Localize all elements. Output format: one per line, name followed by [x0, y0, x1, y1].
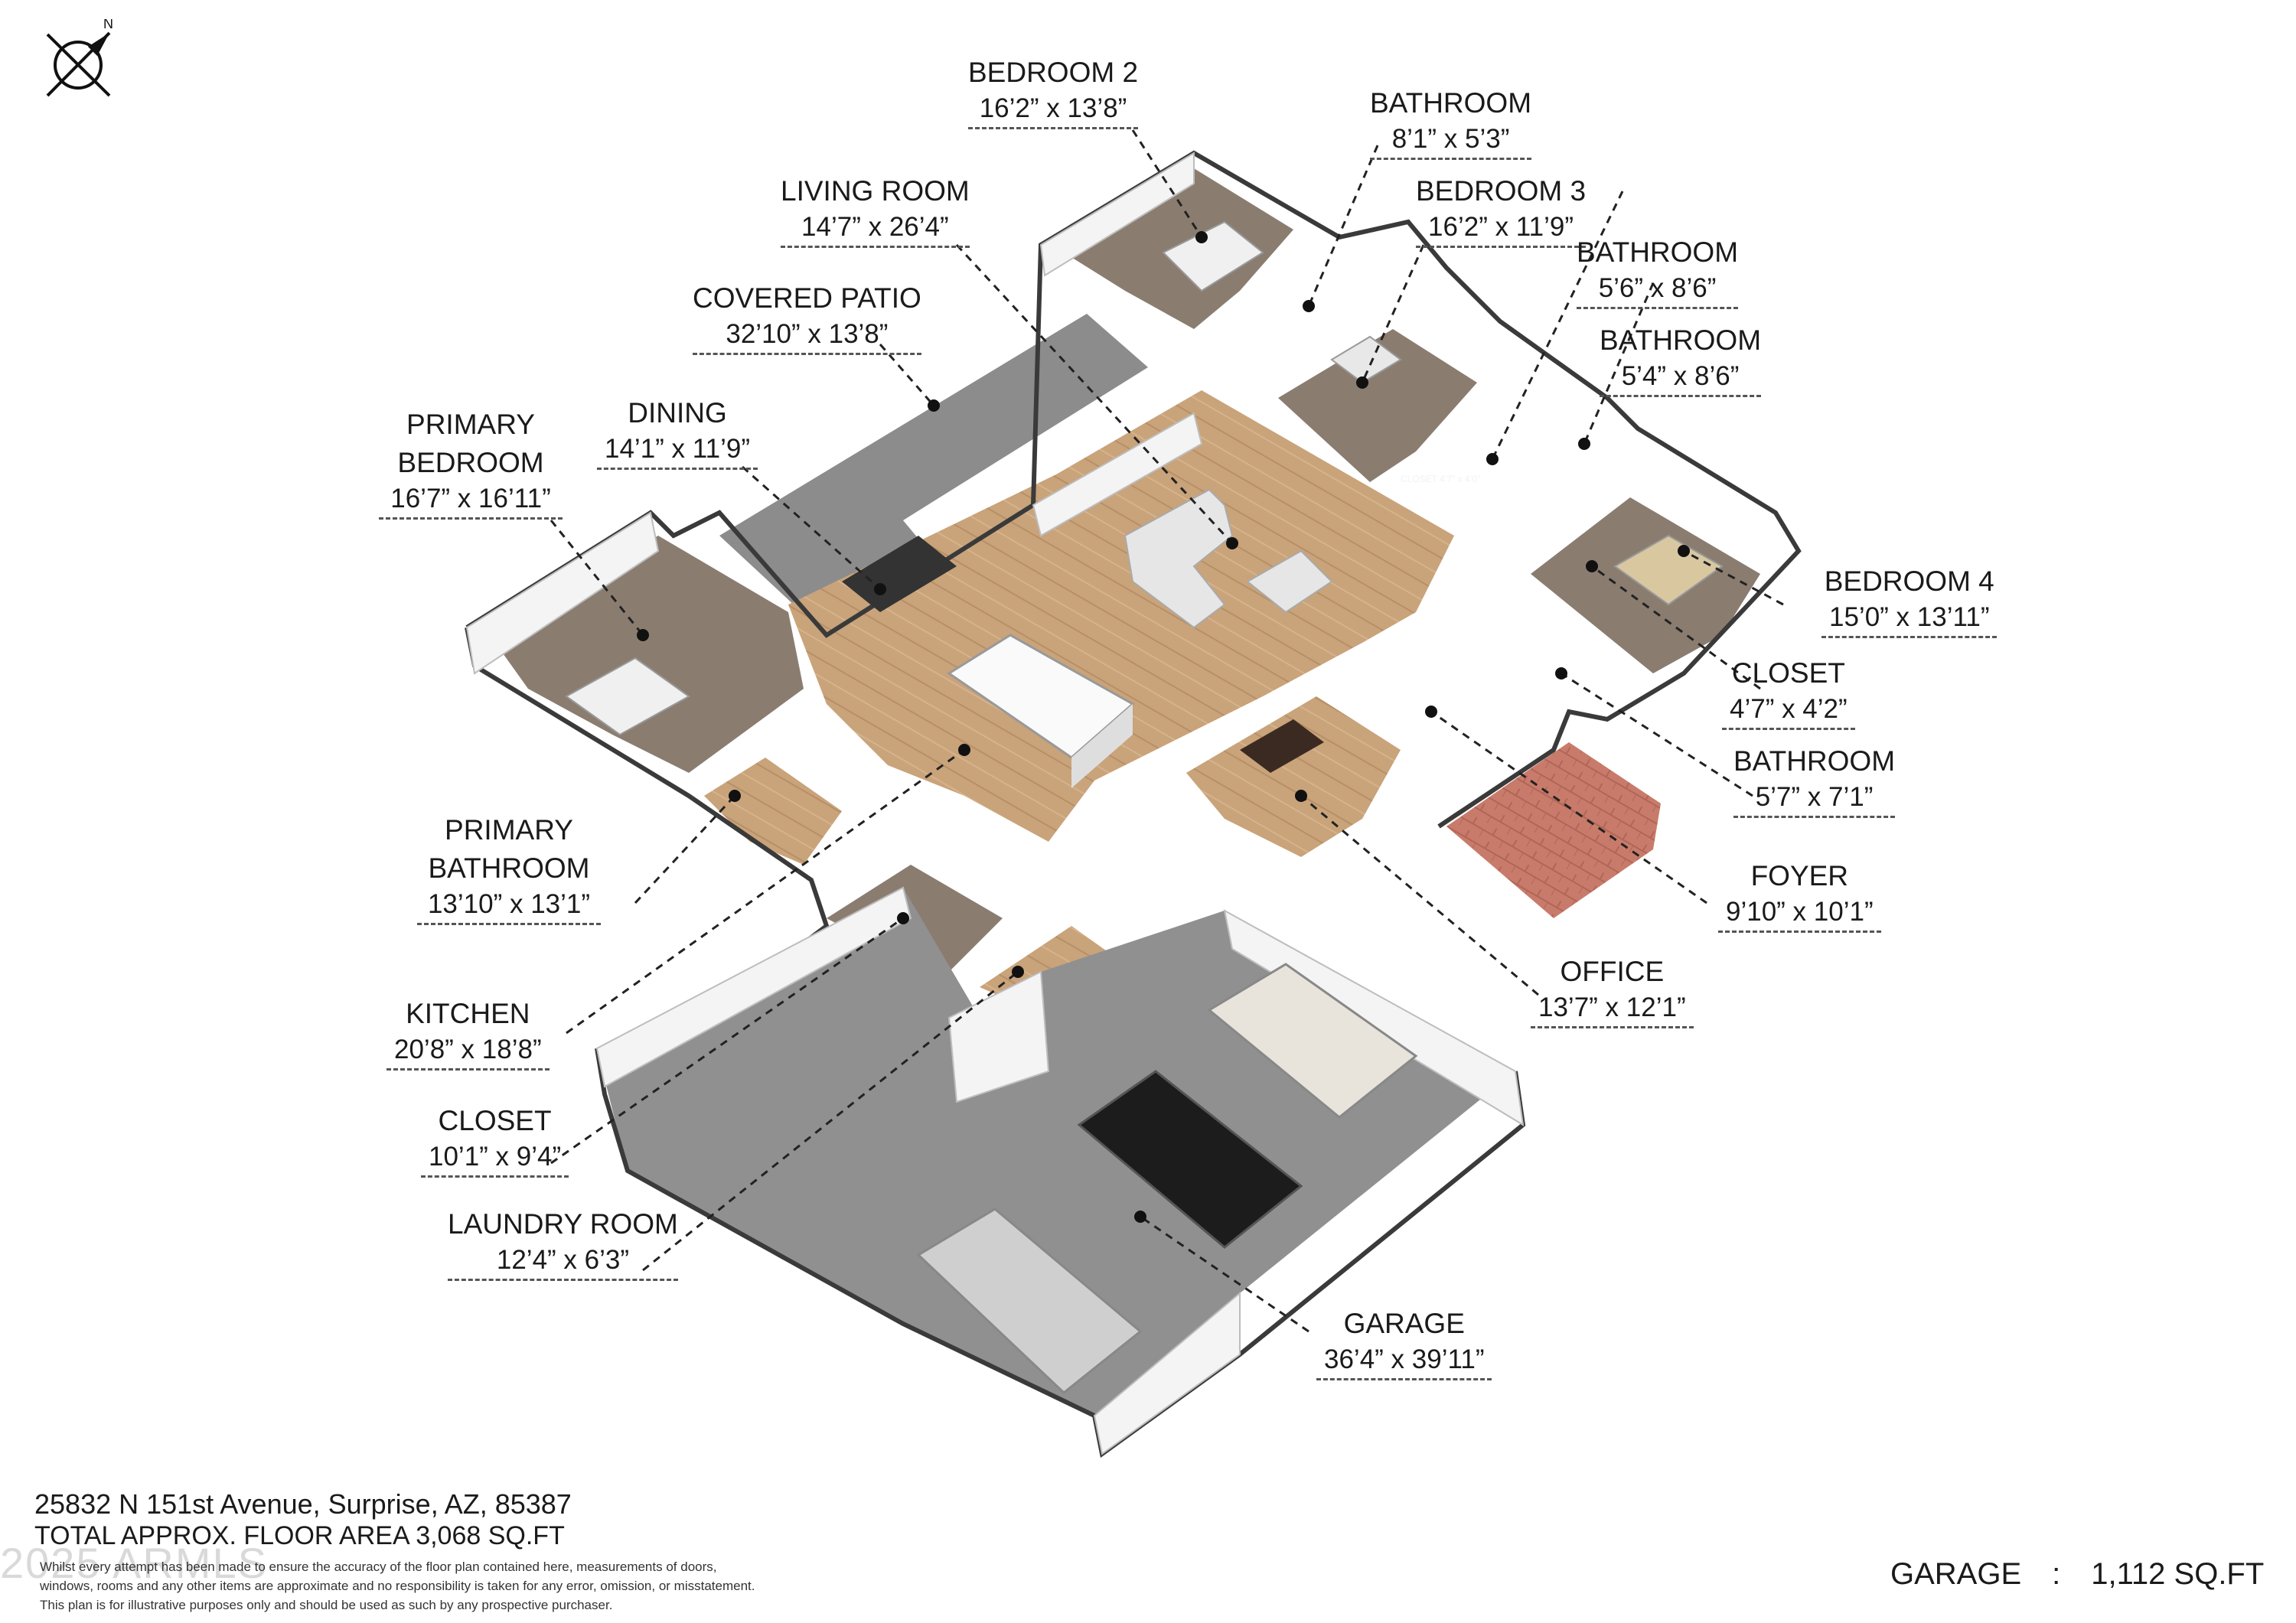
- kitchen-island-side: [1071, 704, 1133, 788]
- living-sofa: [1124, 488, 1234, 629]
- bedroom-3-floor: [1278, 329, 1477, 482]
- office-desk: [1240, 719, 1324, 773]
- office-floor: [1186, 696, 1401, 857]
- total-floor-area: TOTAL APPROX. FLOOR AREA 3,068 SQ.FT: [34, 1521, 565, 1550]
- dining-table: [842, 536, 957, 612]
- wall-faces: [465, 152, 1525, 1455]
- room-markers: [637, 231, 1690, 1223]
- primary-bed: [565, 657, 690, 736]
- small-closet-label: CLOSET 4’7” x 4’0”: [1401, 474, 1480, 484]
- primary-bedroom-floor: [490, 536, 804, 773]
- primary-bathroom-floor: [704, 758, 842, 865]
- disclaimer: Whilst every attempt has been made to en…: [40, 1559, 755, 1612]
- leader-lines: [550, 129, 1784, 1333]
- copyright-watermark: 2025 ARMLS: [0, 1539, 268, 1587]
- living-chair: [1246, 549, 1333, 614]
- bedroom-4-bed: [1613, 534, 1724, 606]
- compass-icon: N: [46, 19, 113, 97]
- car-silver: [916, 1207, 1143, 1394]
- garage-area-summary: GARAGE:1,112 SQ.FT: [1890, 1557, 2265, 1591]
- property-address: 25832 N 151st Avenue, Surprise, AZ, 8538…: [34, 1488, 572, 1520]
- car-white: [1207, 963, 1418, 1119]
- covered-patio-floor: [719, 314, 1148, 635]
- car-black: [1077, 1070, 1303, 1249]
- bedroom-3-bed: [1330, 335, 1402, 384]
- main-living-floor: [788, 390, 1454, 842]
- svg-text:N: N: [103, 19, 113, 31]
- foyer-floor: [1446, 742, 1661, 918]
